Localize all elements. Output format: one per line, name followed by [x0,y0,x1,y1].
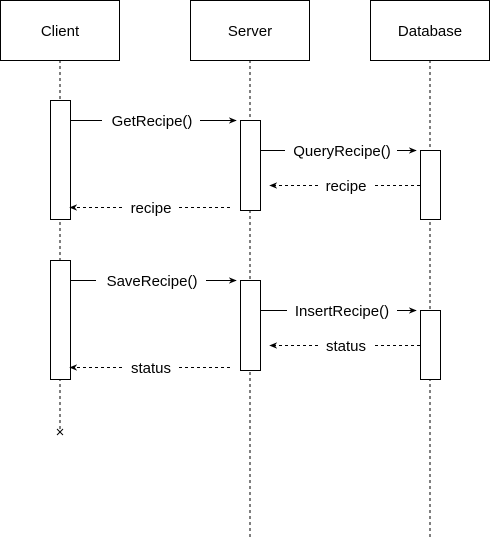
insert-recipe-label: InsertRecipe() [295,303,389,320]
client-destroy-icon [56,428,64,436]
save-recipe-label: SaveRecipe() [107,273,198,290]
participant-database: Database [370,0,490,61]
client-activation-2 [50,260,71,380]
server-activation-1 [240,120,261,211]
status-return-client-label: status [131,360,171,377]
query-recipe-label: QueryRecipe() [293,143,391,160]
participant-server-label: Server [228,23,272,40]
participant-client: Client [0,0,120,61]
database-activation-2 [420,310,441,380]
participant-server: Server [190,0,310,61]
client-activation-1 [50,100,71,220]
participant-client-label: Client [41,23,80,40]
recipe-return-client-label: recipe [131,200,172,217]
status-return-db-label: status [326,338,366,355]
server-activation-2 [240,280,261,371]
recipe-return-db-label: recipe [326,178,367,195]
participant-database-label: Database [398,23,462,40]
database-activation-1 [420,150,441,220]
get-recipe-label: GetRecipe() [112,113,193,130]
